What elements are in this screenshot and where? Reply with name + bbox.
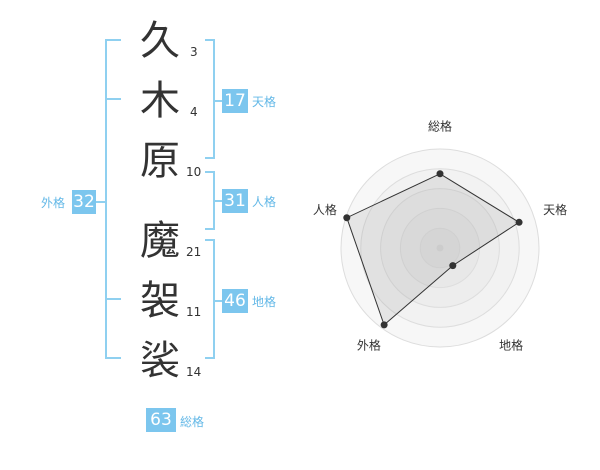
radar-point [343, 214, 351, 222]
radar-axis-label: 外格 [357, 337, 381, 352]
radar-point [436, 170, 444, 178]
radar-axis-label: 地格 [499, 337, 523, 352]
name-char-1: 久 [140, 18, 180, 64]
name-char-6: 裟 [140, 338, 180, 384]
radar-center-dot [436, 244, 444, 252]
name-char-3: 原 [140, 138, 180, 184]
radar-point [449, 262, 457, 270]
soukaku-label: 総格 [180, 415, 205, 429]
stroke-count-3: 10 [186, 165, 202, 179]
chikaku-label: 地格 [252, 295, 277, 309]
stroke-count-5: 11 [186, 305, 202, 319]
radar-axis-label: 天格 [543, 202, 567, 217]
name-char-5: 袈 [140, 278, 180, 324]
jinkaku-value: 31 [222, 189, 248, 213]
radar-axis-label: 人格 [313, 202, 337, 217]
soukaku-value: 63 [146, 408, 176, 432]
stroke-count-2: 4 [190, 105, 198, 119]
radar-points [343, 170, 523, 329]
tenkaku-bracket [205, 39, 215, 159]
stroke-count-1: 3 [190, 45, 198, 59]
radar-point [515, 218, 523, 226]
radar-axis-label: 総格 [428, 119, 452, 134]
tenkaku-value: 17 [222, 89, 248, 113]
gaikaku-value: 32 [72, 190, 96, 214]
chikaku-value: 46 [222, 289, 248, 313]
gaikaku-bracket [105, 39, 121, 359]
chikaku-bracket [205, 239, 215, 359]
jinkaku-label: 人格 [252, 195, 277, 209]
radar-point [380, 321, 388, 329]
stroke-count-4: 21 [186, 245, 202, 259]
tenkaku-label: 天格 [252, 95, 277, 109]
gaikaku-label: 外格 [41, 196, 66, 210]
stroke-count-6: 14 [186, 365, 202, 379]
radar-polygon [346, 173, 521, 326]
name-char-2: 木 [140, 78, 180, 124]
name-char-4: 魔 [140, 218, 180, 264]
